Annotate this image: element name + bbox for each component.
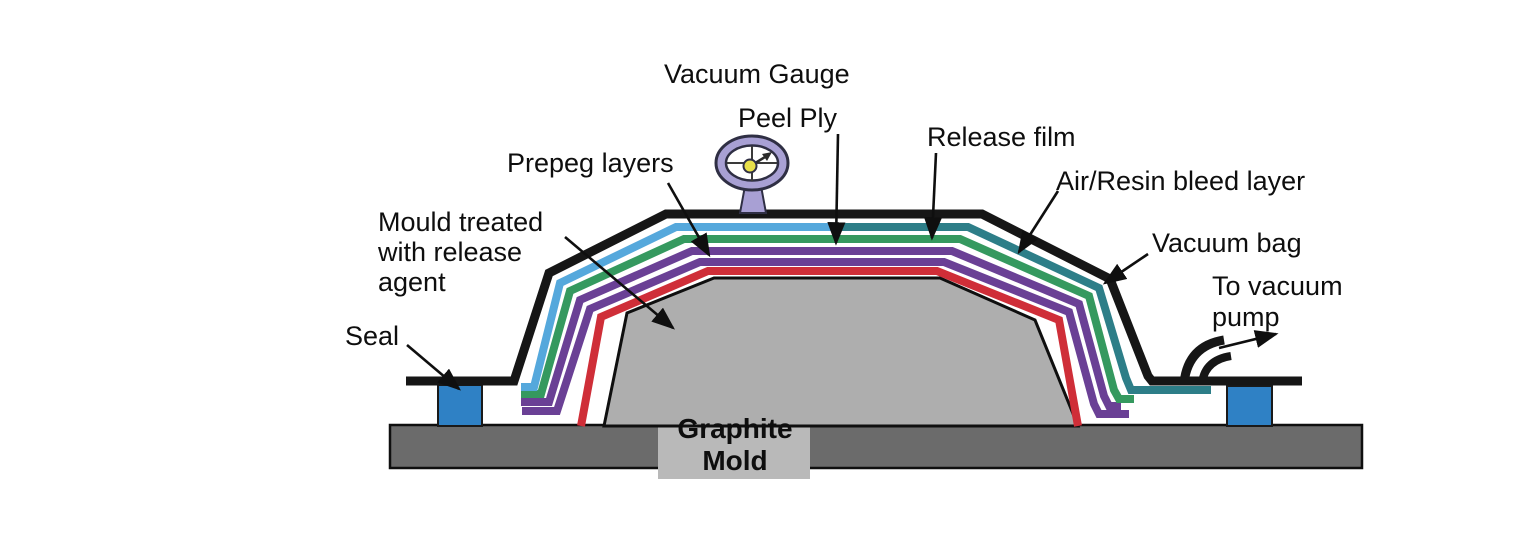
seal-arrow [406, 344, 461, 391]
base-plate [388, 423, 1364, 470]
label-mould-treated-with-release-agent: Mould treated with release agent [378, 207, 543, 297]
to-vacuum-pump-arrow [1218, 330, 1279, 350]
vacuum-port-hose-icon [1179, 335, 1232, 384]
label-seal: Seal [345, 321, 400, 351]
label-graphite-line1: Graphite [677, 413, 793, 444]
peel-ply-layer-blue [521, 223, 833, 391]
vacuum-bag-arrow [1102, 252, 1149, 285]
label-mould-treated-line3: agent [378, 267, 446, 297]
air-resin-bleed-layer-green [521, 235, 1134, 403]
label-release-film: Release film [927, 122, 1076, 152]
label-graphite-mold: Graphite Mold [650, 413, 820, 477]
seal-block-left [437, 384, 483, 427]
layer-purple-inner [522, 258, 1129, 418]
label-vacuum-gauge: Vacuum Gauge [664, 59, 850, 89]
label-to-vacuum-pump: To vacuum pump [1212, 271, 1343, 333]
label-graphite-line2: Mold [702, 445, 768, 476]
release-film-layer-teal [833, 223, 1211, 394]
label-prepeg-layers: Prepeg layers [507, 148, 674, 178]
peel-ply-arrow [827, 133, 846, 246]
label-to-vacuum-line2: pump [1212, 302, 1280, 332]
seal-block-right [1226, 385, 1273, 427]
label-mould-treated-line2: with release [378, 237, 523, 267]
label-air-resin-bleed-layer: Air/Resin bleed layer [1056, 166, 1306, 196]
label-peel-ply: Peel Ply [738, 103, 838, 133]
release-film-arrow [923, 152, 943, 241]
prepreg-layer-red [577, 267, 1082, 427]
gauge-hub [742, 158, 758, 174]
air-resin-bleed-arrow [1017, 190, 1060, 255]
vacuum-bag-film [406, 209, 1302, 386]
layer-purple-outer [521, 247, 1121, 410]
label-mould-treated-line1: Mould treated [378, 207, 544, 237]
label-to-vacuum-line1: To vacuum [1212, 271, 1343, 301]
gauge-needle-tip [762, 152, 772, 161]
prepeg-layers-arrow [666, 182, 711, 258]
mould-treated-arrow [564, 236, 675, 330]
label-vacuum-bag: Vacuum bag [1152, 228, 1302, 258]
vacuum-gauge-dial-icon [714, 134, 790, 214]
